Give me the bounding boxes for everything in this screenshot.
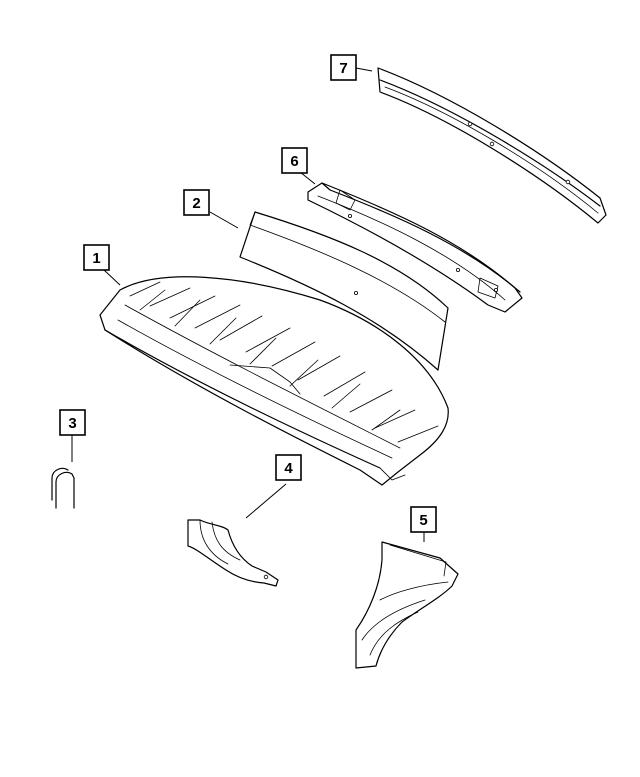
part-7-rail xyxy=(377,67,607,224)
callout-6: 6 xyxy=(281,147,308,174)
leader-line-1 xyxy=(103,269,121,286)
part-1-shelf-panel xyxy=(99,276,449,486)
part-6-rail xyxy=(307,182,523,313)
part-3-clip xyxy=(51,467,75,509)
callout-7: 7 xyxy=(330,54,357,81)
callout-3-label: 3 xyxy=(68,415,76,432)
callout-6-label: 6 xyxy=(290,153,298,170)
callout-5-label: 5 xyxy=(419,512,427,529)
callout-2-label: 2 xyxy=(192,195,200,212)
leader-line-2 xyxy=(209,211,239,229)
callout-4-label: 4 xyxy=(284,460,293,477)
part-4-bracket xyxy=(187,519,279,587)
callout-5: 5 xyxy=(410,506,437,533)
part-5-bracket xyxy=(355,541,459,669)
callout-7-label: 7 xyxy=(339,60,347,77)
callout-3: 3 xyxy=(59,409,86,436)
callout-4: 4 xyxy=(275,454,302,481)
leader-line-6 xyxy=(299,171,316,185)
part-2-trim-panel xyxy=(239,211,449,371)
leader-line-4 xyxy=(245,483,287,519)
callout-1: 1 xyxy=(83,244,110,271)
callout-1-label: 1 xyxy=(92,250,100,267)
callout-2: 2 xyxy=(183,189,210,216)
leader-line-7 xyxy=(355,67,373,72)
